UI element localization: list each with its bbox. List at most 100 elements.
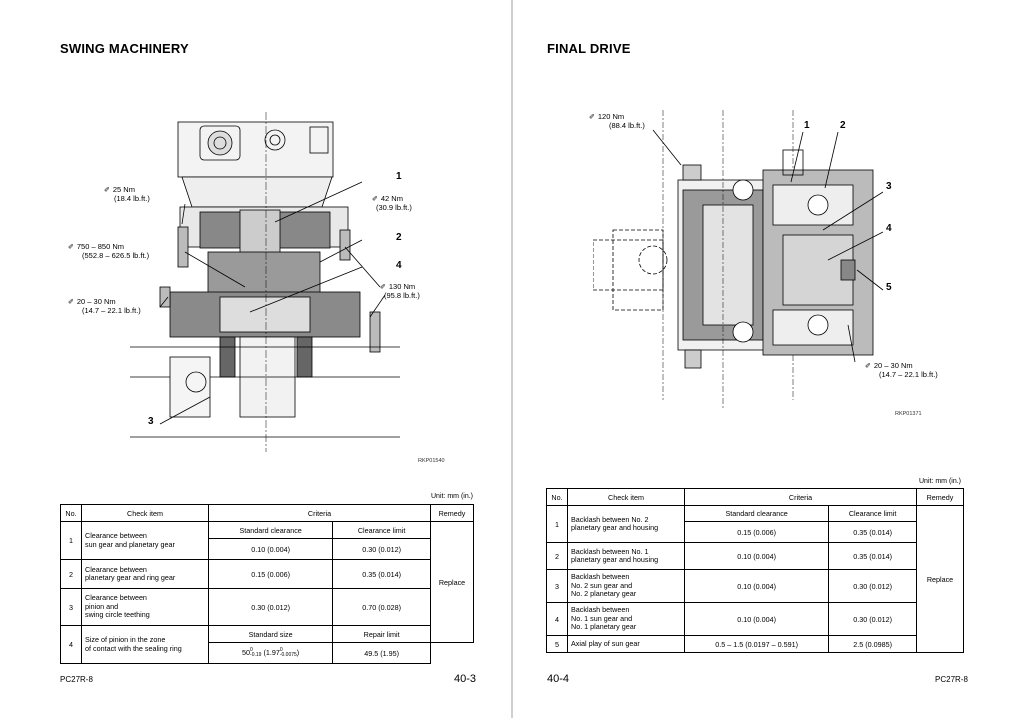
row-standard-size: 500-0.19 (1.970-0.0075) bbox=[207, 642, 334, 664]
torque-wrench-icon: ✐ bbox=[104, 187, 110, 194]
remedy-cell: Replace bbox=[916, 505, 964, 653]
header-remedy: Remedy bbox=[430, 504, 474, 522]
header-check-item: Check item bbox=[567, 488, 685, 506]
row-no: 2 bbox=[60, 559, 82, 589]
torque-imperial: (14.7 – 22.1 lb.ft.) bbox=[82, 306, 141, 315]
torque-42nm: ✐42 Nm(30.9 lb.ft.) bbox=[372, 195, 412, 212]
unit-note: Unit: mm (in.) bbox=[919, 478, 961, 485]
row-standard: 0.10 (0.004) bbox=[683, 602, 830, 636]
table-header-row: No. Check item Criteria Remedy bbox=[546, 488, 964, 506]
page-number: 40-3 bbox=[454, 673, 477, 685]
torque-value: 120 Nm bbox=[597, 112, 625, 121]
row-no: 5 bbox=[546, 635, 568, 653]
callout-1: 1 bbox=[804, 120, 810, 131]
row-standard: 0.5 – 1.5 (0.0197 – 0.591) bbox=[683, 635, 830, 653]
unit-note: Unit: mm (in.) bbox=[431, 493, 473, 500]
torque-value: 42 Nm bbox=[380, 194, 403, 203]
table-row: 0.10 (0.004) 0.30 (0.012) bbox=[61, 538, 474, 560]
row-standard: 0.10 (0.004) bbox=[207, 538, 334, 560]
size-tolerance: 0-0.19 bbox=[250, 648, 261, 658]
table-row: 3 Backlash between No. 2 sun gear and No… bbox=[546, 569, 964, 603]
page-title: SWING MACHINERY bbox=[60, 41, 189, 56]
swing-machinery-table: No. Check item Criteria Remedy 1 Clearan… bbox=[60, 504, 474, 664]
header-criteria: Criteria bbox=[684, 488, 917, 506]
subheader-standard-clearance: Standard clearance bbox=[207, 521, 334, 539]
row-check-item: Backlash between No. 2 planetary gear an… bbox=[567, 505, 685, 543]
row-check-item: Size of pinion in the zone of contact wi… bbox=[81, 625, 209, 664]
row-no: 1 bbox=[546, 505, 568, 543]
footer-model: PC27R-8 bbox=[935, 675, 968, 684]
table-row: 4 Backlash between No. 1 sun gear and No… bbox=[546, 602, 964, 636]
row-standard: 0.15 (0.006) bbox=[207, 559, 334, 589]
callout-4: 4 bbox=[396, 260, 402, 271]
table-header-row: No. Check item Criteria Remedy bbox=[60, 504, 474, 522]
table-row: 500-0.19 (1.970-0.0075) 49.5 (1.95) bbox=[61, 642, 474, 664]
table-row: 1 Clearance between sun gear and planeta… bbox=[60, 521, 474, 643]
row-check-item: Clearance between pinion and swing circl… bbox=[81, 588, 209, 626]
torque-imperial: (30.9 lb.ft.) bbox=[376, 203, 412, 212]
torque-value: 20 – 30 Nm bbox=[873, 361, 913, 370]
torque-imperial: (14.7 – 22.1 lb.ft.) bbox=[879, 370, 938, 379]
page-title: FINAL DRIVE bbox=[547, 41, 631, 56]
callout-2: 2 bbox=[396, 232, 402, 243]
torque-25nm: ✐25 Nm(18.4 lb.ft.) bbox=[104, 186, 150, 203]
torque-20-30nm: ✐20 – 30 Nm(14.7 – 22.1 lb.ft.) bbox=[68, 298, 141, 315]
torque-wrench-icon: ✐ bbox=[589, 114, 595, 121]
remedy-cell: Replace bbox=[430, 521, 474, 643]
row-no: 4 bbox=[60, 625, 82, 664]
row-standard: 0.10 (0.004) bbox=[683, 542, 830, 570]
callout-2: 2 bbox=[840, 120, 846, 131]
tolerance-lower: -0.0075 bbox=[279, 652, 297, 659]
row-standard: 0.10 (0.004) bbox=[683, 569, 830, 603]
row-limit: 0.35 (0.014) bbox=[828, 542, 917, 570]
page-divider bbox=[511, 0, 513, 718]
torque-wrench-icon: ✐ bbox=[865, 363, 871, 370]
header-no: No. bbox=[546, 488, 568, 506]
torque-value: 20 – 30 Nm bbox=[76, 297, 116, 306]
left-page-swing-machinery: SWING MACHINERY bbox=[0, 0, 511, 718]
subheader-clearance-limit: Clearance limit bbox=[332, 521, 431, 539]
torque-value: 130 Nm bbox=[388, 282, 416, 291]
size-close: ) bbox=[296, 647, 300, 657]
torque-750-850nm: ✐750 – 850 Nm(552.8 – 626.5 lb.ft.) bbox=[68, 243, 149, 260]
table-row: 3 Clearance between pinion and swing cir… bbox=[60, 588, 474, 626]
final-drive-drawing bbox=[593, 110, 884, 410]
header-remedy: Remedy bbox=[916, 488, 964, 506]
row-no: 1 bbox=[60, 521, 82, 560]
figure-id: RKP01371 bbox=[895, 411, 922, 417]
footer-model: PC27R-8 bbox=[60, 675, 93, 684]
torque-value: 25 Nm bbox=[112, 185, 135, 194]
torque-imperial: (18.4 lb.ft.) bbox=[114, 194, 150, 203]
row-limit: 0.70 (0.028) bbox=[332, 588, 431, 626]
row-no: 3 bbox=[60, 588, 82, 626]
tolerance-upper: 0 bbox=[279, 647, 283, 654]
subheader-standard-size: Standard size bbox=[207, 625, 334, 643]
row-limit: 0.30 (0.012) bbox=[828, 602, 917, 636]
row-check-item: Axial play of sun gear bbox=[567, 635, 685, 653]
torque-imperial: (552.8 – 626.5 lb.ft.) bbox=[82, 251, 150, 260]
callout-1: 1 bbox=[396, 171, 402, 182]
row-standard: 0.30 (0.012) bbox=[207, 588, 334, 626]
figure-id: RKP01540 bbox=[418, 458, 445, 464]
right-page-final-drive: FINAL DRIVE bbox=[513, 0, 1024, 718]
torque-imperial: (88.4 lb.ft.) bbox=[609, 121, 645, 130]
row-check-item: Backlash between No. 2 sun gear and No. … bbox=[567, 569, 685, 603]
table-row: 4 Size of pinion in the zone of contact … bbox=[60, 625, 474, 664]
row-check-item: Clearance between sun gear and planetary… bbox=[81, 521, 209, 560]
table-row: 2 Clearance between planetary gear and r… bbox=[60, 559, 474, 589]
row-no: 4 bbox=[546, 602, 568, 636]
size-inch: (1.97 bbox=[263, 647, 280, 657]
torque-wrench-icon: ✐ bbox=[68, 244, 74, 251]
row-limit: 0.30 (0.012) bbox=[332, 538, 431, 560]
row-check-item: Clearance between planetary gear and rin… bbox=[81, 559, 209, 589]
callout-5: 5 bbox=[886, 282, 892, 293]
header-criteria: Criteria bbox=[208, 504, 431, 522]
subheader-repair-limit: Repair limit bbox=[332, 625, 431, 643]
tolerance-lower: -0.19 bbox=[250, 652, 262, 659]
torque-value: 750 – 850 Nm bbox=[76, 242, 124, 251]
row-standard: 0.15 (0.006) bbox=[683, 521, 830, 543]
torque-wrench-icon: ✐ bbox=[380, 284, 386, 291]
row-limit: 49.5 (1.95) bbox=[332, 642, 431, 664]
row-limit: 2.5 (0.0985) bbox=[828, 635, 917, 653]
size-nominal: 50 bbox=[242, 647, 251, 657]
